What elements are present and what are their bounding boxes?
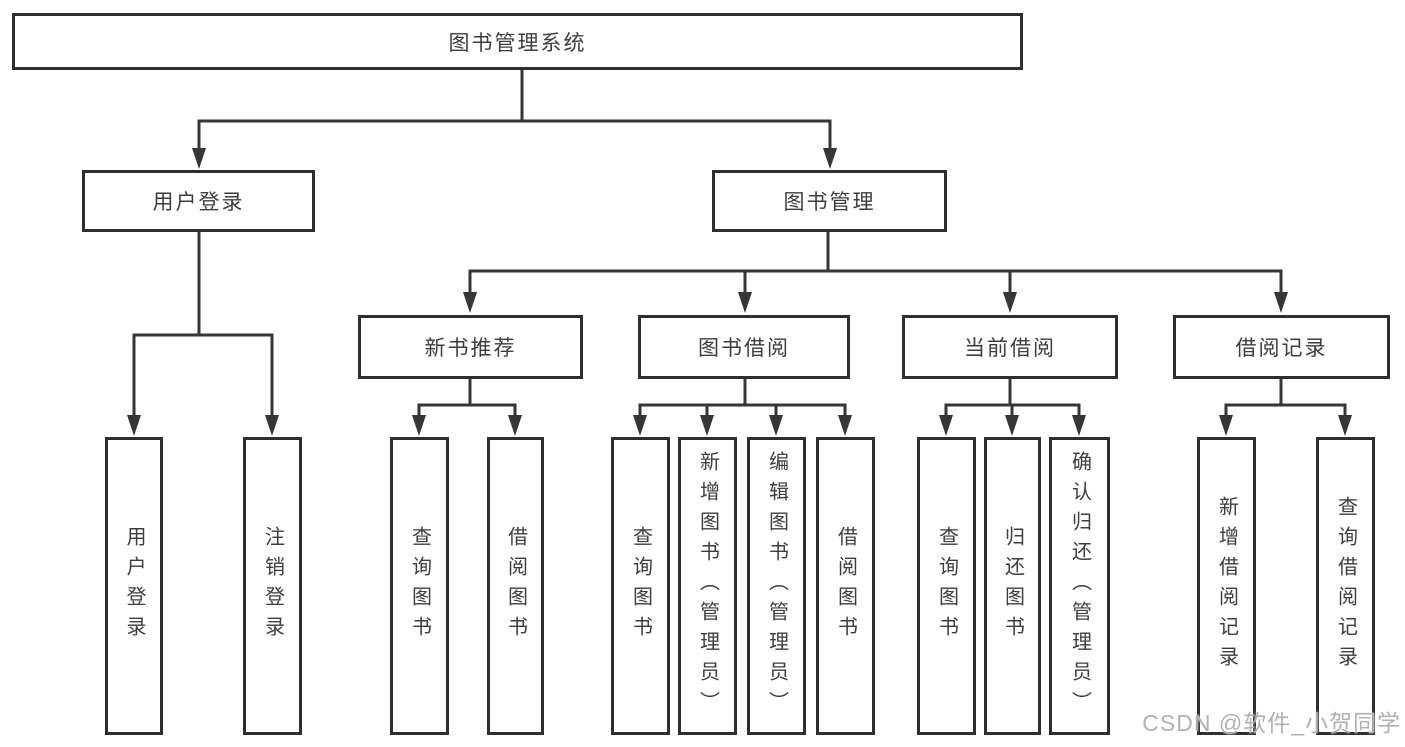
leaf-borrow-books: 借阅图书 xyxy=(816,437,875,735)
node-book-borrow: 图书借阅 xyxy=(638,315,850,379)
leaf-add-borrow-record: 新增借阅记录 xyxy=(1197,437,1256,735)
leaf-query-books: 查询图书 xyxy=(917,437,976,735)
leaf-query-books: 查询图书 xyxy=(611,437,670,735)
leaf-add-books-admin: 新增图书（管理员） xyxy=(678,437,737,735)
leaf-borrow-books: 借阅图书 xyxy=(487,437,544,735)
leaf-user-login: 用户登录 xyxy=(105,437,163,735)
leaf-query-books: 查询图书 xyxy=(390,437,449,735)
arrowheads xyxy=(127,148,1352,436)
leaf-logout: 注销登录 xyxy=(243,437,302,735)
node-new-book-recommend: 新书推荐 xyxy=(358,315,583,379)
leaf-return-books: 归还图书 xyxy=(984,437,1041,735)
node-user-login: 用户登录 xyxy=(82,170,315,232)
node-borrow-records: 借阅记录 xyxy=(1173,315,1390,379)
csdn-watermark: CSDN @软件_小贺同学 xyxy=(1142,710,1401,736)
leaf-query-borrow-record: 查询借阅记录 xyxy=(1316,437,1375,735)
leaf-edit-books-admin: 编辑图书（管理员） xyxy=(747,437,806,735)
node-current-borrow: 当前借阅 xyxy=(902,315,1118,379)
node-book-management: 图书管理 xyxy=(712,170,947,232)
node-system-root: 图书管理系统 xyxy=(12,13,1023,70)
leaf-confirm-return-admin: 确认归还（管理员） xyxy=(1049,437,1110,735)
